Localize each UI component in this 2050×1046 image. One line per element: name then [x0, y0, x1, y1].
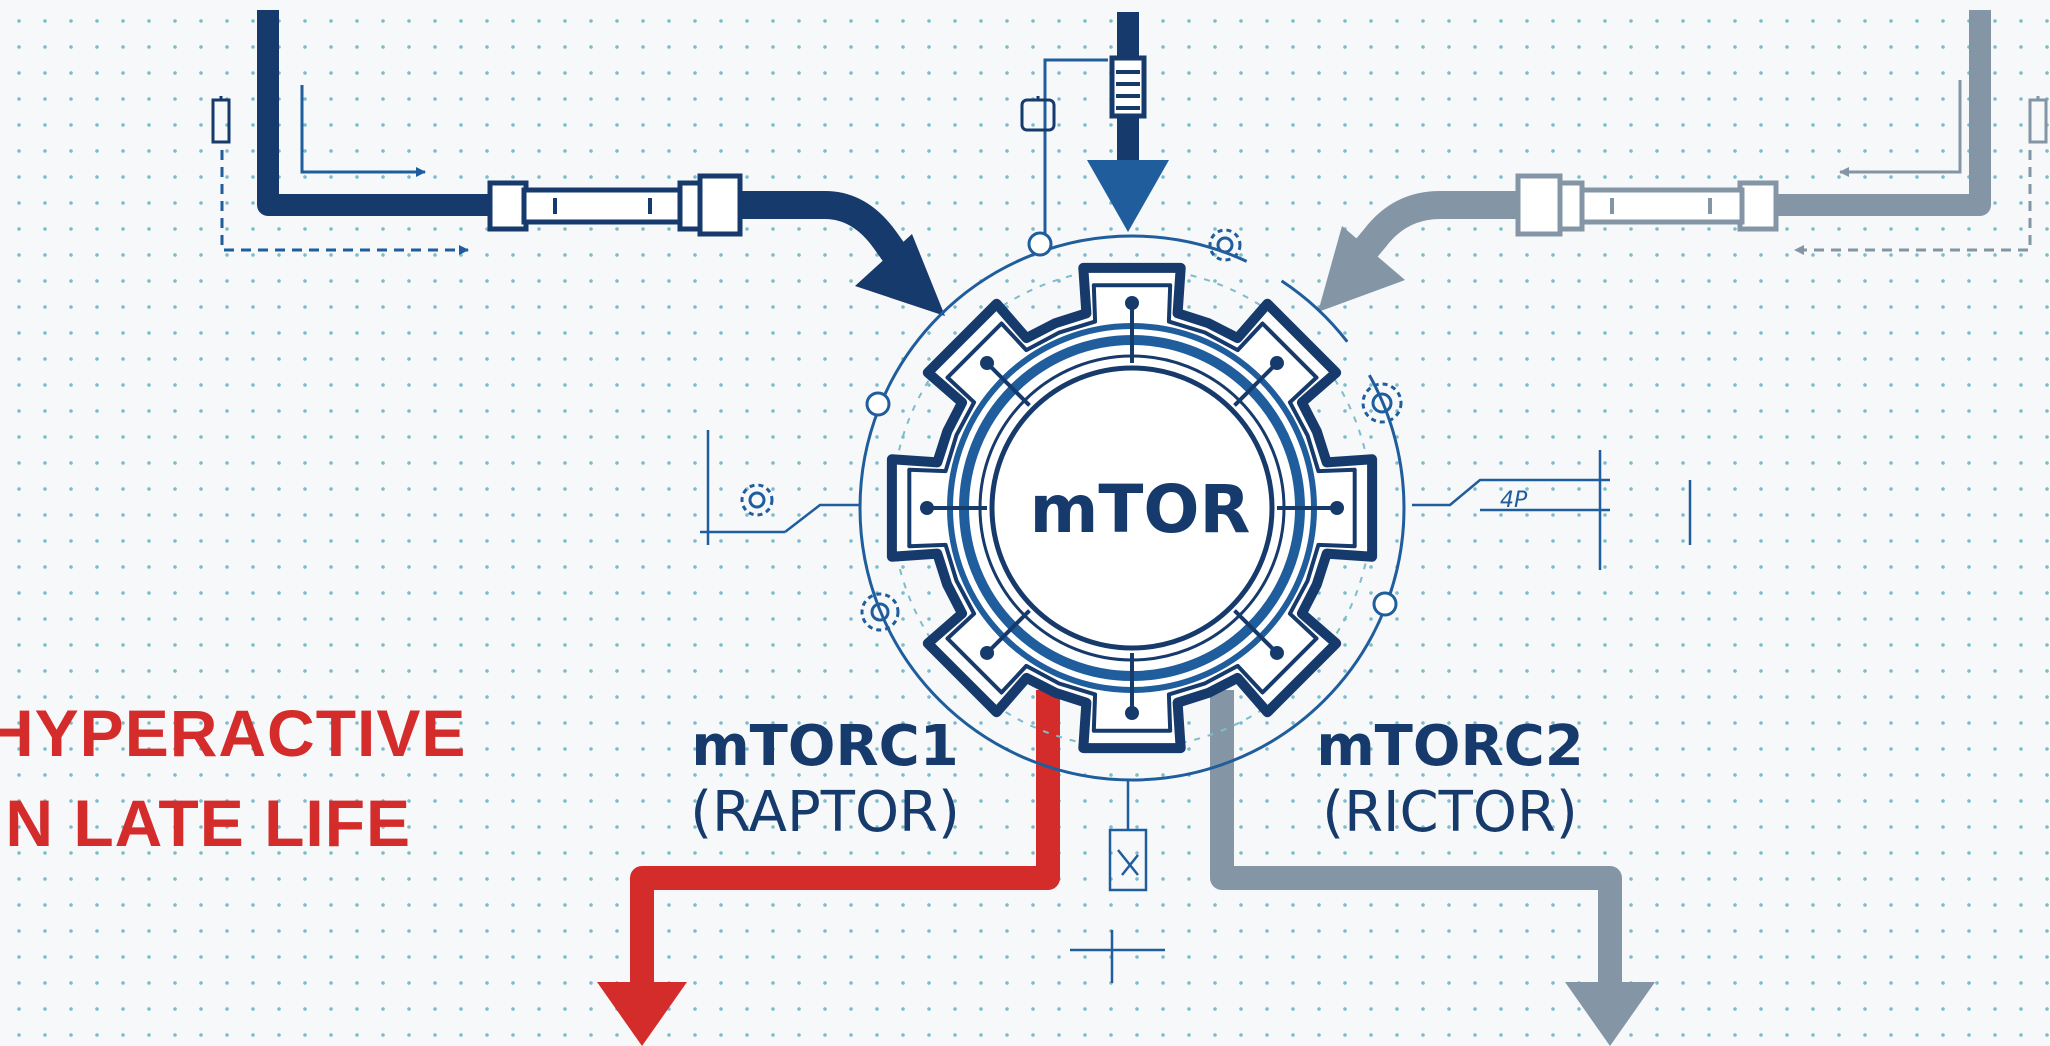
gear-spoke-node	[980, 356, 995, 371]
gear-spokes	[920, 296, 1344, 720]
right-guide-dashed	[1794, 150, 2032, 255]
orbit-node	[865, 231, 1398, 617]
left-input-arrowhead	[855, 234, 945, 316]
gear-spoke	[985, 609, 1031, 655]
battery-icon	[211, 96, 231, 144]
mtorc1-name: mTORC1	[691, 714, 959, 779]
gear-icon	[1361, 382, 1403, 424]
right-input-arrowhead	[1318, 226, 1405, 312]
mtorc1-output-line	[630, 690, 1060, 985]
gear-spoke-node	[1269, 356, 1284, 371]
mtorc2-output-pathway	[1210, 690, 1655, 1046]
mtor-gear	[886, 262, 1378, 754]
mtorc1-output-arrowhead	[597, 982, 687, 1046]
gear-icon	[860, 592, 900, 632]
right-input-pathway	[1318, 10, 2048, 312]
gear-spoke	[985, 361, 1031, 407]
mtorc2-name: mTORC2	[1316, 714, 1584, 779]
battery-icon	[2028, 96, 2048, 144]
mtorc1-output-pathway	[597, 690, 1060, 1046]
status-line-2: IN LATE LIFE	[0, 786, 412, 860]
mtorc2-output-line	[1210, 690, 1622, 985]
mtor-core-circle	[989, 365, 1275, 651]
right-input-line	[1560, 10, 1991, 216]
mtorc2-subunit: (RICTOR)	[1322, 780, 1578, 845]
right-guide-bracket: 4P	[1412, 450, 1692, 570]
left-input-pathway	[211, 10, 945, 316]
top-input-pathway	[1020, 12, 1169, 240]
top-input-arrowhead	[1087, 160, 1169, 232]
gear-icon	[740, 483, 774, 517]
hyperactive-status-label: HYPERACTIVE IN LATE LIFE	[0, 688, 466, 868]
gear-spoke-node	[1269, 645, 1284, 660]
gear-icon	[1208, 228, 1242, 262]
mtorc1-label: mTORC1 (RAPTOR)	[660, 714, 990, 846]
right-connector	[1515, 173, 1779, 237]
mtor-core-label: mTOR	[1029, 471, 1251, 548]
left-guide-dashed	[220, 150, 469, 255]
gear-spoke-node	[980, 645, 995, 660]
left-guide-bracket	[700, 430, 860, 545]
mtorc1-subunit: (RAPTOR)	[690, 780, 960, 845]
gear-spoke-node	[920, 501, 934, 515]
left-guide-arrow	[300, 85, 426, 177]
right-input-curve	[1344, 191, 1518, 271]
gear-spoke-node	[1330, 501, 1344, 515]
svg-text:4P: 4P	[1500, 488, 1528, 513]
left-input-line	[257, 10, 840, 216]
right-guide-arrow	[1839, 80, 1962, 177]
left-input-curve	[740, 191, 917, 277]
left-connector	[487, 173, 743, 237]
gear-spoke-node	[1125, 706, 1139, 720]
mtorc2-label: mTORC2 (RICTOR)	[1290, 714, 1610, 846]
circuit-chip-icon	[1020, 96, 1056, 132]
gear-spoke	[1233, 361, 1279, 407]
gear-spoke	[1233, 609, 1279, 655]
gear-spoke-node	[1125, 296, 1139, 310]
status-line-1: HYPERACTIVE	[0, 696, 467, 770]
mtorc2-output-arrowhead	[1565, 982, 1655, 1046]
top-guide-line	[1043, 58, 1108, 240]
flask-icon	[1070, 780, 1165, 983]
